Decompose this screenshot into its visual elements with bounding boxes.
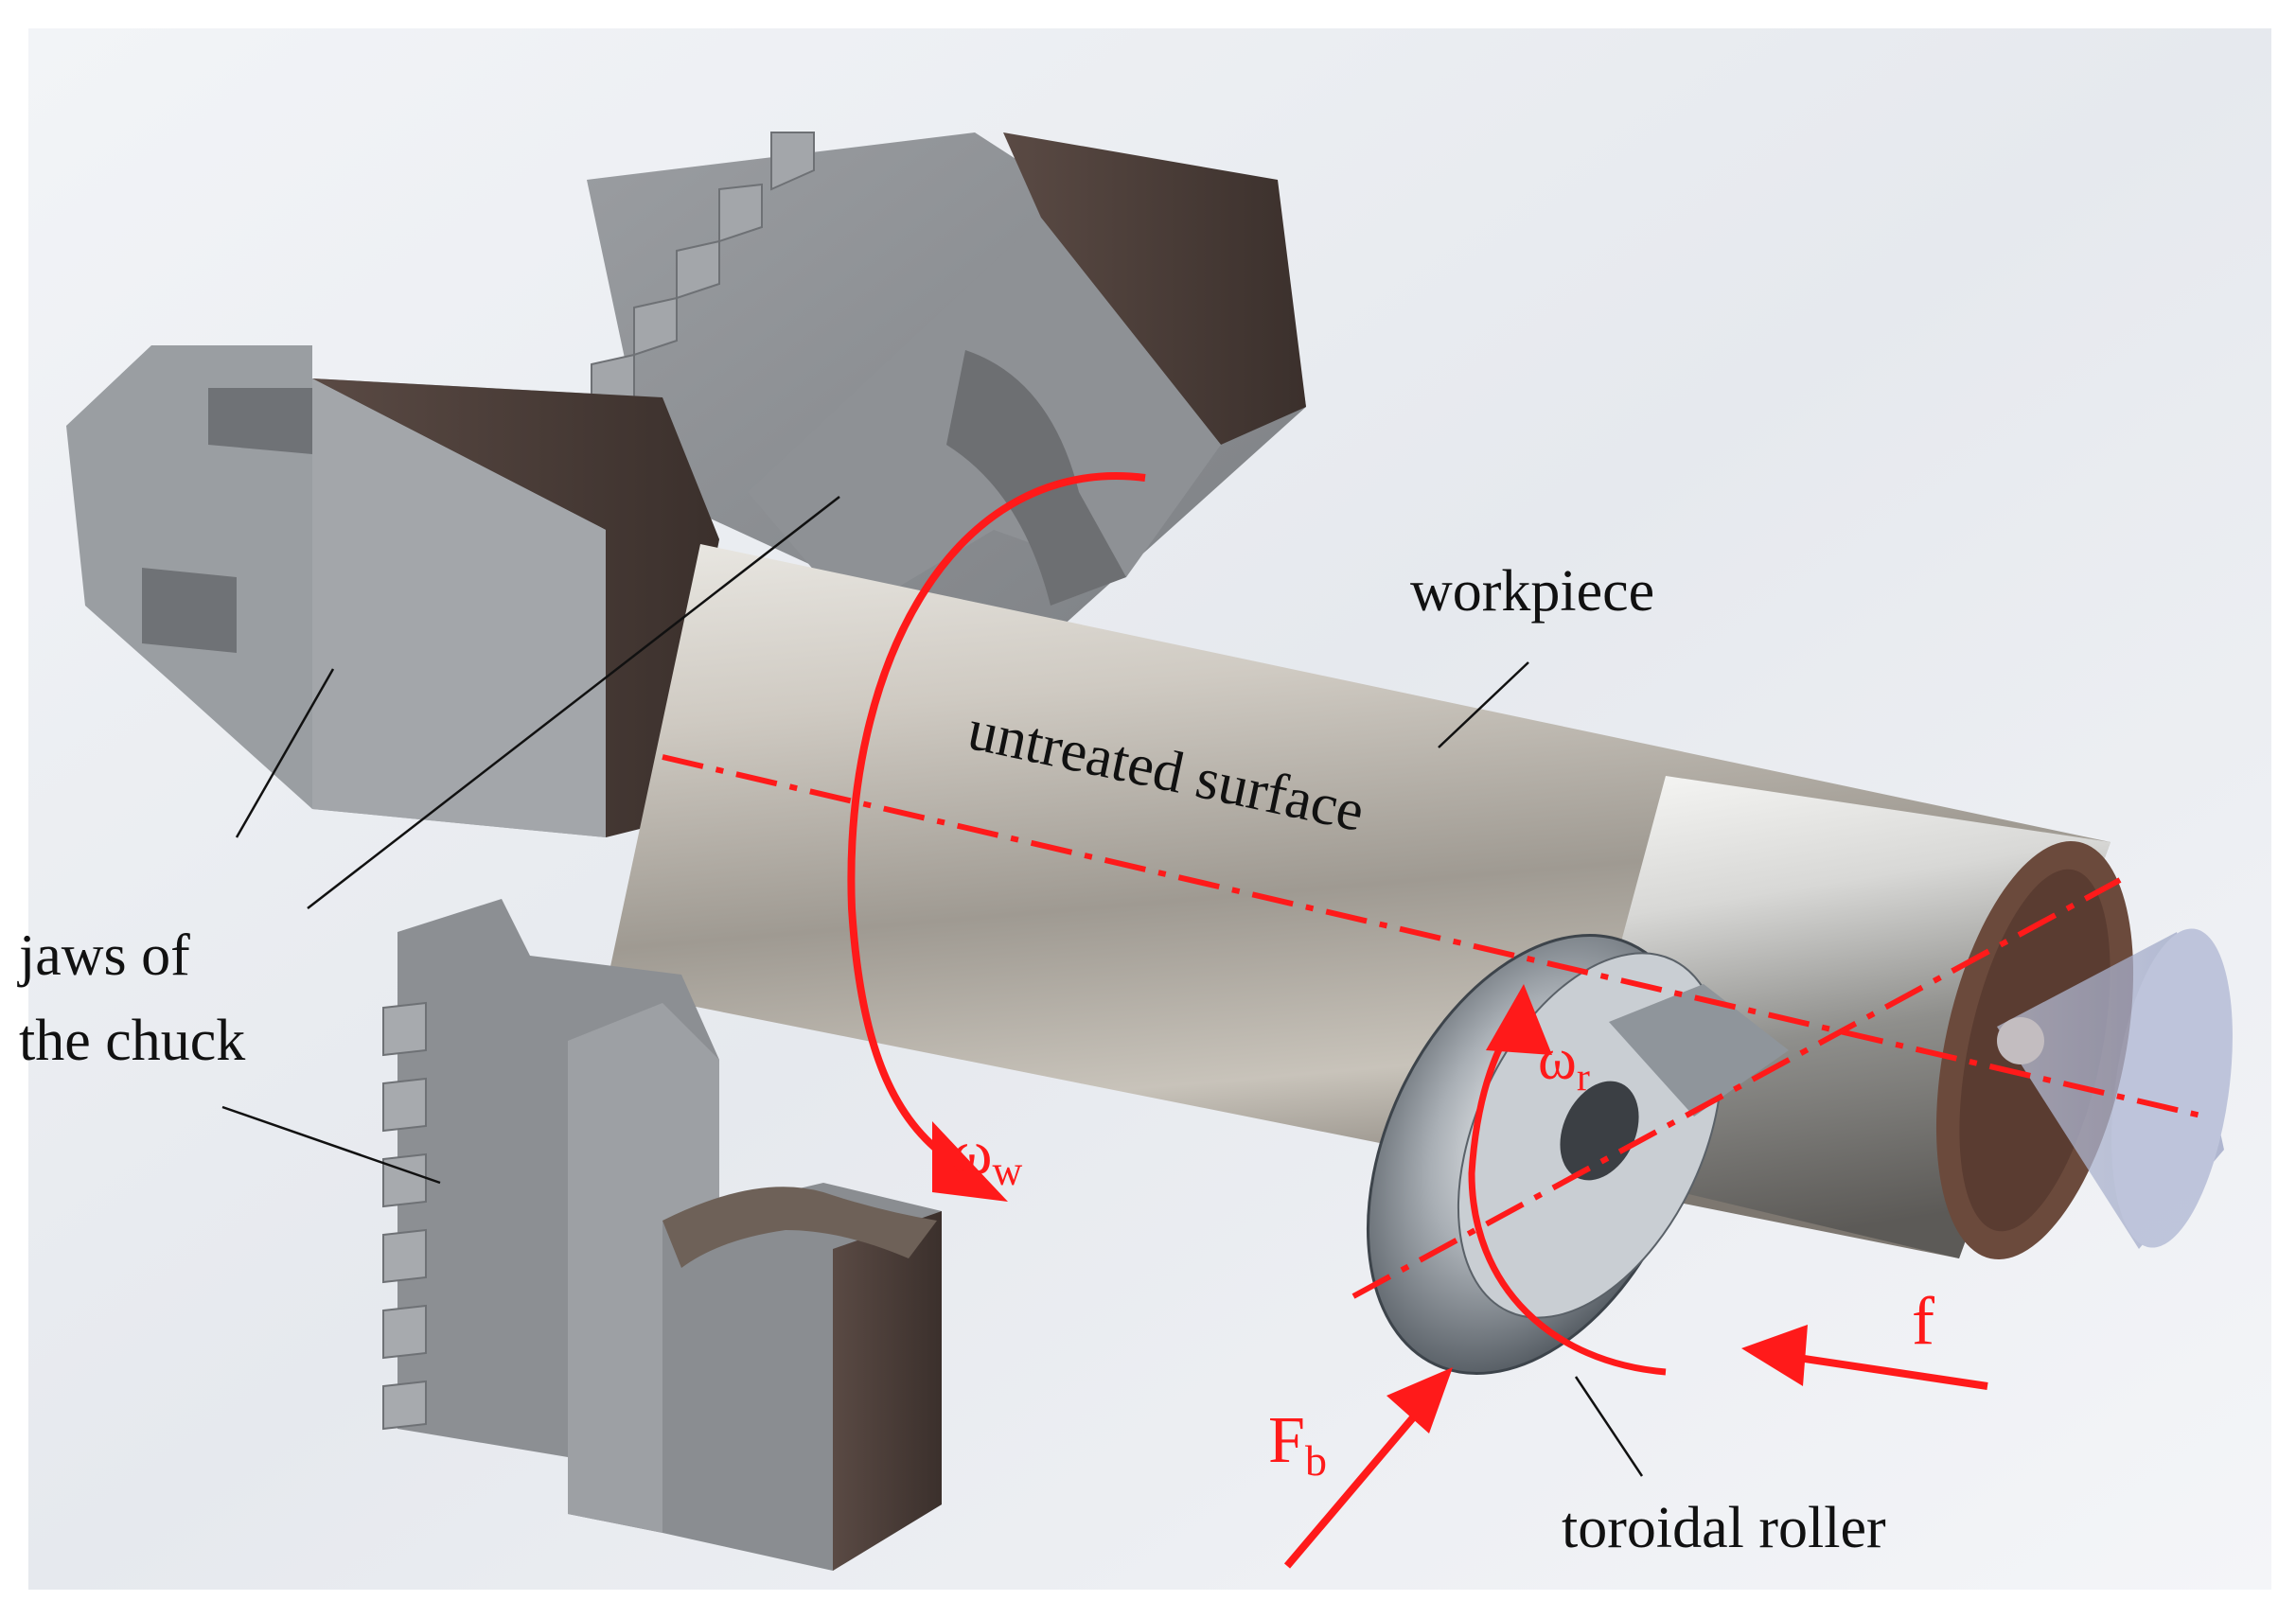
symbol-feed: f (1912, 1283, 1934, 1359)
workpiece-leader (1438, 661, 1529, 748)
workpiece-axis (662, 754, 2206, 1119)
symbol-omega-r: ωr (1538, 1028, 1590, 1099)
leader-lines (221, 496, 1644, 1477)
label-jaws-line2: the chuck (19, 1009, 245, 1073)
lower-jaw (382, 899, 942, 1571)
feed-arrow-head (1741, 1325, 1808, 1386)
label-jaws-line1: jaws of (17, 923, 190, 988)
tailstock-cone (1997, 928, 2233, 1249)
workpiece-rotation-arc (847, 472, 1146, 1168)
jaws-leader-upper (307, 496, 840, 909)
upper-jaw (587, 132, 1306, 662)
jaws-leader-left (235, 668, 335, 838)
jaws-leader-lower (221, 1105, 441, 1185)
feed-arrow-shaft (1797, 1354, 1988, 1390)
symbol-force: Fb (1268, 1404, 1327, 1485)
label-toroidal-roller: toroidal roller (1562, 1496, 1886, 1560)
force-arrow-shaft (1283, 1407, 1423, 1569)
roller-rotation-arc (1468, 1020, 1667, 1376)
symbol-omega-w: ωw (951, 1118, 1022, 1194)
roller-rotation-arrowhead (1486, 984, 1552, 1055)
roller-leader (1574, 1376, 1644, 1477)
left-jaw (66, 345, 719, 837)
roller-axis (1351, 877, 2122, 1299)
red-annotations (662, 472, 2206, 1569)
workpiece-rotation-arrowhead (932, 1121, 1008, 1202)
force-arrow-head (1386, 1367, 1453, 1433)
label-workpiece: workpiece (1410, 559, 1654, 624)
